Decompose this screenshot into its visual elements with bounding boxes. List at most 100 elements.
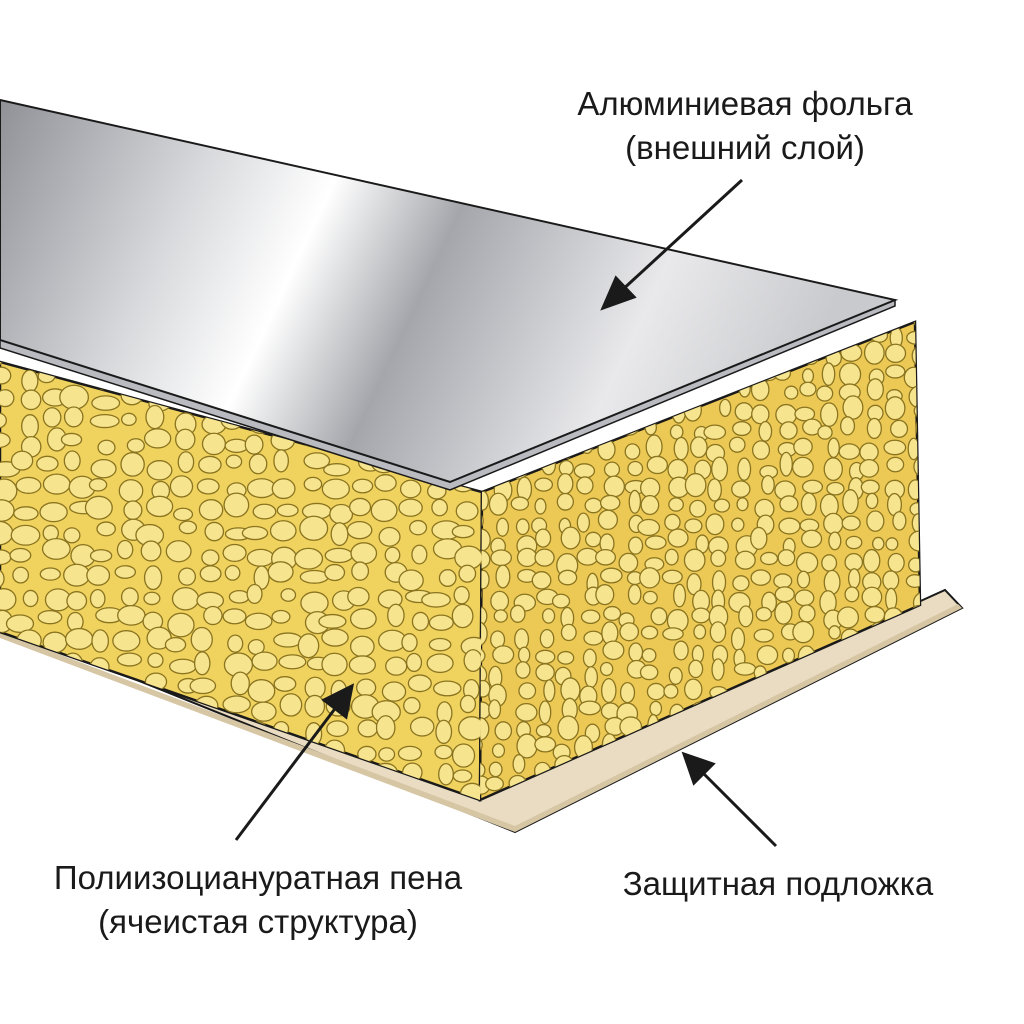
foam-cell [17, 675, 35, 694]
foam-cell [411, 544, 428, 565]
foam-cell [815, 760, 836, 780]
foam-cell [683, 548, 706, 572]
foam-cell [326, 720, 349, 738]
foam-cell [225, 454, 243, 469]
foam-cell [882, 570, 900, 591]
foam-cell [11, 760, 33, 784]
foam-cell [826, 702, 843, 725]
foil-label-line2: (внешний слой) [625, 129, 865, 166]
foam-cell [405, 652, 423, 673]
foam-cell [889, 419, 909, 438]
foam-cell [9, 547, 32, 563]
foam-cell [41, 537, 71, 560]
foam-cell [177, 451, 195, 474]
foam-cell [193, 651, 211, 676]
foam-cell [708, 382, 723, 398]
foam-cell [663, 780, 683, 800]
foam-cell [300, 591, 329, 615]
foam-cell [838, 362, 862, 387]
foam-cell [149, 782, 175, 800]
foam-cell [793, 437, 813, 456]
foam-cell [488, 492, 508, 516]
foam-cell [841, 515, 861, 531]
foam-cell [541, 608, 556, 624]
foam-cell [774, 586, 795, 603]
foam-cell [756, 644, 779, 666]
foam-cell [22, 589, 39, 608]
foam-cell [241, 525, 269, 541]
foam-cell [905, 739, 920, 764]
foam-cell [817, 793, 837, 800]
foam-cell [403, 696, 421, 715]
foam-cell [39, 502, 68, 523]
foam-cell [324, 547, 354, 564]
foam-cell [736, 719, 750, 740]
foam-cell [384, 546, 401, 564]
foam-cell [113, 721, 138, 740]
foam-cell [321, 652, 348, 677]
foam-cell [488, 699, 502, 720]
foam-cell [162, 766, 193, 792]
foam-cell [732, 421, 752, 437]
foam-cell [480, 716, 490, 741]
foam-cell [165, 540, 192, 563]
foam-cell [557, 715, 580, 741]
foam-cell [911, 513, 920, 533]
foam-cell [42, 473, 71, 495]
foam-cell [557, 650, 575, 665]
foam-cell [903, 366, 920, 389]
backing-arrowhead-icon [681, 751, 716, 786]
foam-cell [887, 552, 905, 573]
foam-cell [738, 605, 754, 628]
foam-cell [836, 606, 860, 629]
foam-cell [190, 626, 213, 653]
foam-cell [196, 478, 220, 495]
foam-cell [349, 635, 375, 658]
foam-cell [804, 774, 821, 790]
foam-cell [459, 694, 477, 714]
foam-cell [583, 630, 604, 646]
foam-cell [649, 700, 663, 717]
foam-cell [146, 460, 173, 481]
foam-cell [624, 443, 641, 460]
foam-cell [781, 700, 797, 722]
foam-cell [375, 715, 396, 741]
foam-cell [137, 736, 168, 762]
foam-cell [480, 582, 483, 607]
foam-cell [88, 478, 108, 492]
foam-cell [644, 419, 657, 436]
foam-cell [116, 539, 134, 560]
foam-cell [432, 680, 462, 697]
foam-cell [534, 477, 554, 492]
foam-cell [247, 763, 268, 783]
foam-cell [752, 757, 767, 783]
foam-cell [779, 451, 793, 477]
foam-cell [642, 776, 665, 792]
foam-cell [273, 449, 289, 473]
foam-cell [166, 723, 186, 740]
foam-cell [271, 609, 291, 624]
foam-cell [42, 407, 62, 428]
foam-cell [825, 733, 841, 758]
foam-cell [74, 720, 93, 739]
foam-cell [246, 583, 263, 605]
foam-cell [224, 767, 253, 783]
foam-cell [842, 489, 859, 515]
foam-cell [62, 770, 83, 787]
foam-cell [703, 424, 727, 440]
foam-cell [324, 563, 346, 582]
foam-cell [535, 663, 555, 682]
foam-cell [493, 609, 508, 623]
foam-cell [602, 640, 625, 661]
foam-cell [534, 497, 547, 515]
foil-label-line1: Алюминиевая фольга [577, 85, 913, 122]
foam-cell [387, 603, 405, 628]
foam-cell [143, 565, 163, 591]
foam-cell [887, 725, 909, 739]
foam-cell [733, 662, 757, 676]
foam-cell [434, 744, 453, 760]
foam-cell [734, 550, 756, 570]
foam-cell [271, 478, 296, 500]
foam-cell [164, 636, 187, 653]
foam-cell [189, 677, 217, 695]
